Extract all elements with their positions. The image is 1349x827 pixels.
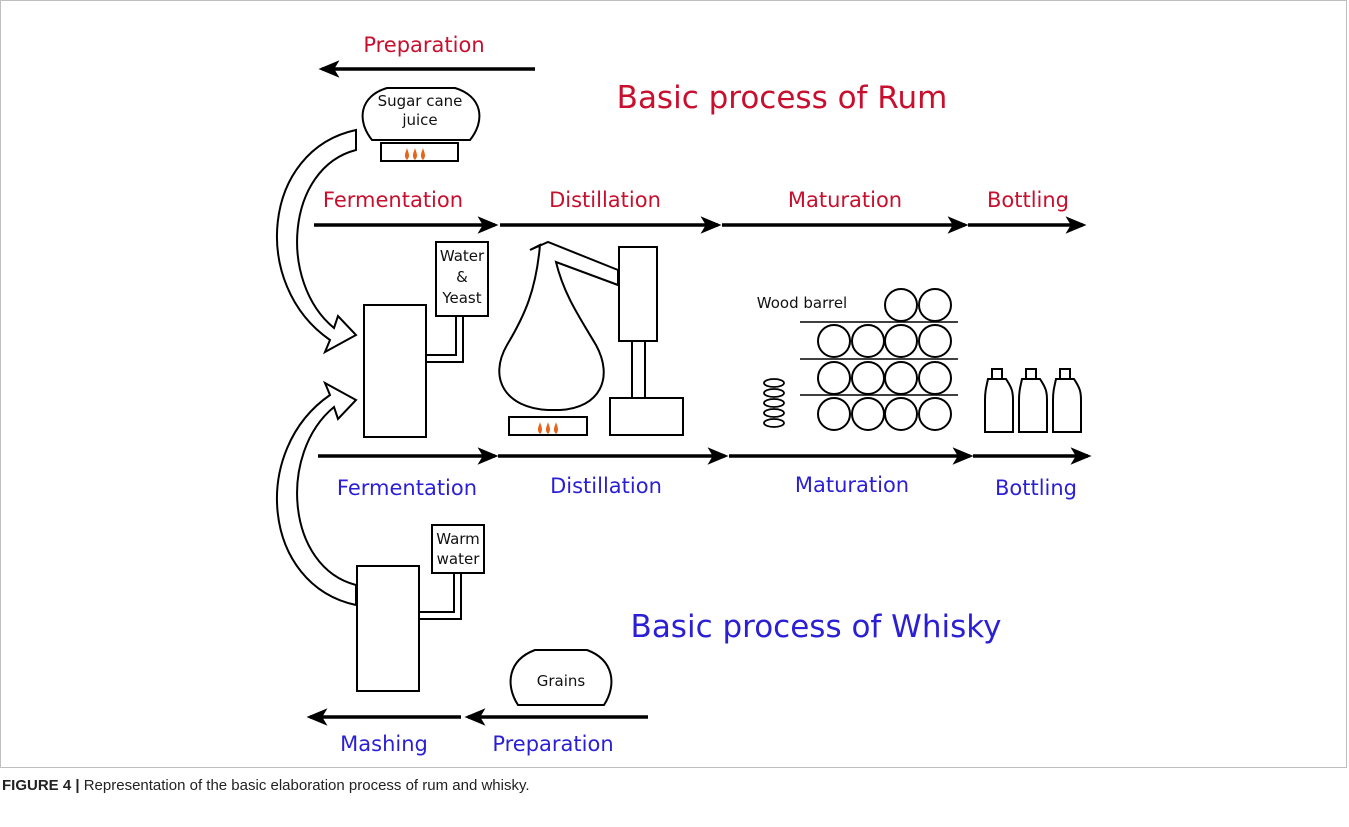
rum-process: Preparation Basic process of Rum Sugar c… [314, 33, 1087, 234]
bottle-icon [984, 368, 1014, 433]
water-yeast-line2: & [456, 268, 468, 286]
whisky-fermentation-label: Fermentation [337, 476, 477, 500]
whisky-process: Fermentation Distillation Maturation Bot… [306, 447, 1092, 756]
grains-label: Grains [537, 672, 586, 690]
wood-barrels: Wood barrel [757, 288, 958, 431]
water-yeast-box [435, 241, 489, 317]
rum-bottling-label: Bottling [987, 188, 1069, 212]
water-yeast-line1: Water [440, 247, 485, 265]
whisky-preparation-label: Preparation [492, 732, 613, 756]
rum-preparation-label: Preparation [363, 33, 484, 57]
rum-maturation-label: Maturation [788, 188, 902, 212]
bottle-icon [1052, 368, 1082, 433]
sugar-cane-label-line1: Sugar cane [378, 92, 463, 110]
rum-to-fermenter-curved-arrow [276, 128, 358, 355]
bottles [984, 368, 1082, 433]
whisky-distillation-label: Distillation [550, 474, 662, 498]
condenser-pipe [631, 341, 646, 398]
whisky-maturation-label: Maturation [795, 473, 909, 497]
distillation-still [498, 240, 684, 436]
sugar-cane-juice-pot: Sugar cane juice [361, 87, 481, 162]
rum-fermentation-label: Fermentation [323, 188, 463, 212]
collection-vessel [609, 397, 684, 436]
process-diagram: Preparation Basic process of Rum Sugar c… [276, 33, 1092, 756]
wood-barrel-label: Wood barrel [757, 294, 847, 312]
warm-water-line2: water [437, 550, 481, 568]
condenser-column [618, 246, 658, 342]
bottle-icon [1018, 368, 1048, 433]
rum-burner [380, 142, 459, 162]
barrel-side-icon [763, 378, 785, 428]
rum-feed-pipe [426, 316, 464, 363]
whisky-bottling-label: Bottling [995, 476, 1077, 500]
warm-water-box [431, 524, 485, 574]
rum-title: Basic process of Rum [617, 80, 948, 116]
whisky-title: Basic process of Whisky [631, 609, 1002, 645]
figure-number: FIGURE 4 | [2, 777, 80, 794]
rum-distillation-label: Distillation [549, 188, 661, 212]
figure-frame [0, 0, 1347, 768]
rum-fermentation-tank [363, 304, 427, 438]
whisky-to-fermenter-curved-arrow [276, 380, 358, 607]
rum-fermenter: Water & Yeast [363, 241, 489, 438]
sugar-cane-label-line2: juice [401, 111, 437, 129]
caption-text: Representation of the basic elaboration … [79, 777, 530, 794]
grains-sack: Grains [509, 649, 613, 706]
water-yeast-line3: Yeast [441, 289, 481, 307]
whisky-mashing-label: Mashing [340, 732, 428, 756]
figure-caption: FIGURE 4 | Representation of the basic e… [2, 777, 1342, 794]
whisky-fermentation-tank [356, 565, 420, 692]
whisky-fermenter: Warm water [356, 524, 485, 692]
whisky-feed-pipe [419, 573, 462, 620]
warm-water-line1: Warm [436, 530, 480, 548]
